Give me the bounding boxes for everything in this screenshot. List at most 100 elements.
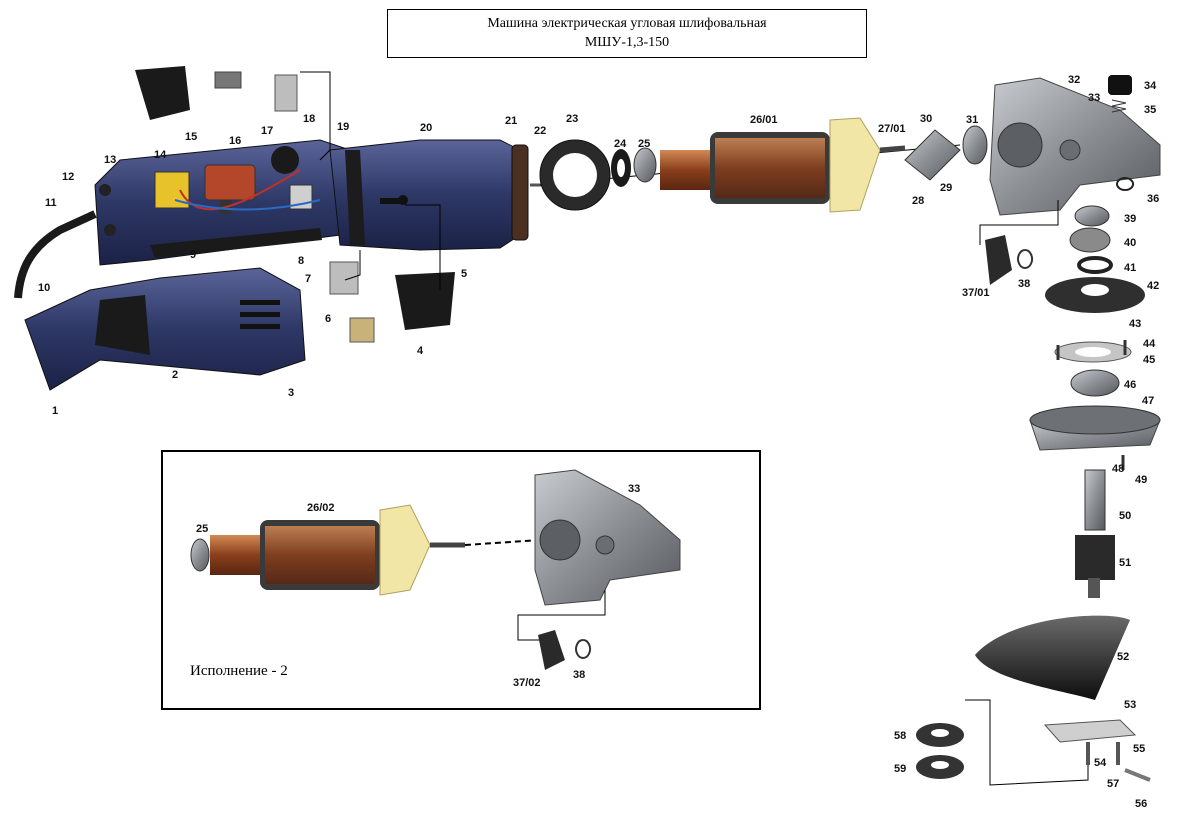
inset-label-38: 38 [573,669,585,681]
pinion-gear-37-01 [985,235,1012,285]
label-42: 42 [1147,280,1159,292]
label-58: 58 [894,730,906,742]
label-19: 19 [337,121,349,133]
label-17: 17 [261,125,273,137]
label-43: 43 [1129,318,1141,330]
label-34: 34 [1144,80,1157,92]
carbon-brush-6 [349,317,375,343]
bearing-46 [1070,369,1120,397]
label-33: 33 [1088,92,1100,104]
label-55: 55 [1133,743,1145,755]
spindle-51 [1075,535,1115,580]
inset-armature-26-02 [190,504,465,596]
label-59: 59 [894,763,906,775]
rear-cap-15 [135,66,190,120]
label-39: 39 [1124,213,1136,225]
label-14: 14 [154,149,167,161]
label-4: 4 [417,345,424,357]
label-27-01: 27/01 [878,123,906,135]
label-54: 54 [1094,757,1107,769]
label-2: 2 [172,369,178,381]
front-bearing-ring [511,144,529,241]
ring-41 [1077,256,1113,274]
label-5: 5 [461,268,467,280]
inset-pinion-37-02 [538,630,565,670]
label-40: 40 [1124,237,1136,249]
title-line-2: МШУ-1,3-150 [584,35,670,50]
wrench-56-57 [1124,768,1151,782]
label-1: 1 [52,405,58,417]
brush-holder-top [274,74,298,112]
label-30: 30 [920,113,932,125]
inset-label-37-02: 37/02 [513,677,541,689]
retaining-ring-38 [1017,249,1034,269]
label-26-01: 26/01 [750,114,778,126]
label-3: 3 [288,387,294,399]
pinion-callout-line [979,200,1059,245]
label-7: 7 [305,273,311,285]
brush-callout-line-2 [344,250,361,281]
label-21: 21 [505,115,517,127]
bearing-39 [1074,205,1110,227]
label-12: 12 [62,171,74,183]
label-16: 16 [229,135,241,147]
label-46: 46 [1124,379,1136,391]
air-baffle [539,139,611,211]
armature-26-01 [660,117,906,213]
gear-housing-33 [989,77,1161,216]
label-51: 51 [1119,557,1131,569]
label-11: 11 [45,197,57,209]
rear-bearing [633,147,657,183]
label-18: 18 [303,113,315,125]
label-53: 53 [1124,699,1136,711]
brush-cap-callout [405,204,441,290]
bearing-plate [904,129,961,181]
wheel-guard [975,615,1130,700]
label-50: 50 [1119,510,1131,522]
label-23: 23 [566,113,578,125]
carbon-brush-top [214,71,242,89]
label-22: 22 [534,125,546,137]
label-44: 44 [1143,338,1156,350]
label-20: 20 [420,122,432,134]
label-28: 28 [912,195,924,207]
title-line-1: Машина электрическая угловая шлифовальна… [487,16,767,31]
label-8: 8 [298,255,304,267]
inset-axis-line [464,539,541,546]
label-15: 15 [185,131,197,143]
inset-ring-38 [575,639,592,659]
circlip-36 [1116,177,1134,191]
label-25: 25 [638,138,650,150]
brush-cap-4 [395,272,455,330]
spindle-lock-button [1108,75,1132,95]
nut-40 [1069,227,1111,253]
label-56: 56 [1135,798,1147,810]
label-48: 48 [1112,463,1124,475]
label-47: 47 [1142,395,1154,407]
brush-holder-7 [329,261,359,295]
flange-callout-line [965,699,1089,786]
variant-2-caption: Исполнение - 2 [190,663,288,679]
housing-half-with-internals [94,139,351,266]
label-24: 24 [614,138,627,150]
inset-label-25: 25 [196,523,208,535]
label-49: 49 [1135,474,1147,486]
inset-label-33: 33 [628,483,640,495]
label-45: 45 [1143,354,1155,366]
label-57: 57 [1107,778,1119,790]
label-52: 52 [1117,651,1129,663]
label-31: 31 [966,114,978,126]
part-number-labels: 1 2 3 4 5 6 7 8 9 10 11 12 13 14 15 16 1… [38,74,1159,810]
spindle-lock-spring [1111,99,1127,113]
inset-label-26-02: 26/02 [307,502,335,514]
motor-housing-body [329,139,521,251]
inset-gear-housing-33 [534,469,681,606]
spindle-50 [1084,469,1106,531]
label-9: 9 [190,249,196,261]
label-35: 35 [1144,104,1156,116]
label-10: 10 [38,282,50,294]
diagram-title-box: Машина электрическая угловая шлифовальна… [387,9,867,58]
guard-clamp [1043,719,1137,743]
label-41: 41 [1124,262,1136,274]
